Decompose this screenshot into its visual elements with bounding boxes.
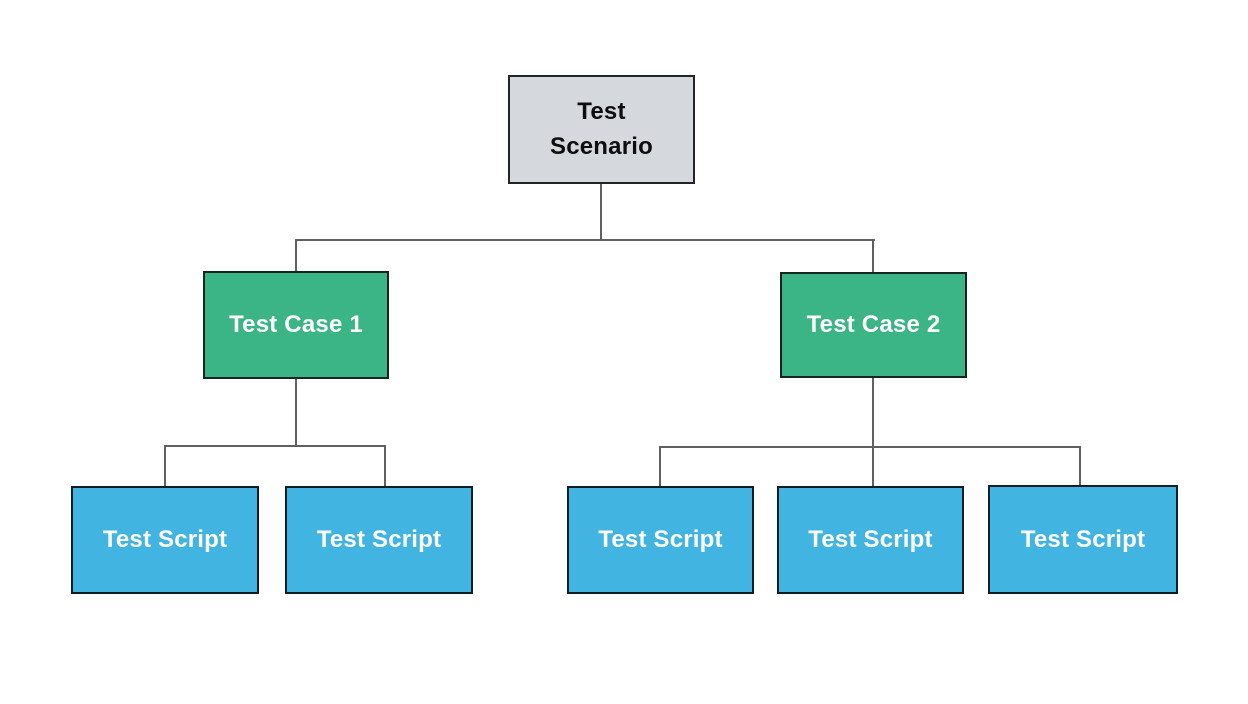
node-test-script-5-label: Test Script bbox=[1020, 525, 1146, 553]
node-test-script-2-label: Test Script bbox=[316, 526, 442, 553]
connector-level1-horizontal bbox=[295, 239, 875, 241]
connector-drop-script-3 bbox=[659, 446, 661, 486]
node-test-case-1-label: Test Case 1 bbox=[229, 311, 363, 338]
node-test-script-5: Test Script bbox=[988, 485, 1178, 594]
node-test-script-2: Test Script bbox=[285, 486, 473, 594]
connector-level2-right-horizontal bbox=[659, 446, 1081, 448]
connector-drop-script-2 bbox=[384, 445, 386, 486]
node-test-scenario-label: Test Scenario bbox=[550, 98, 653, 160]
connector-drop-test-case-2 bbox=[872, 239, 874, 273]
connector-drop-script-5 bbox=[1079, 446, 1081, 486]
node-test-scenario: Test Scenario bbox=[508, 75, 695, 184]
node-test-script-3: Test Script bbox=[567, 486, 754, 594]
node-test-script-1: Test Script bbox=[71, 486, 259, 594]
node-test-script-3-label: Test Script bbox=[598, 526, 723, 553]
connector-drop-test-case-1 bbox=[295, 239, 297, 272]
node-test-case-1: Test Case 1 bbox=[203, 271, 389, 379]
connector-case1-stem bbox=[295, 379, 297, 447]
connector-level2-left-horizontal bbox=[164, 445, 386, 447]
connector-case2-stem bbox=[872, 378, 874, 486]
node-test-script-4-label: Test Script bbox=[808, 526, 933, 553]
connector-root-stem bbox=[600, 184, 602, 241]
node-test-script-1-label: Test Script bbox=[102, 526, 228, 553]
node-test-script-4: Test Script bbox=[777, 486, 964, 594]
node-test-case-2: Test Case 2 bbox=[780, 272, 967, 378]
connector-drop-script-1 bbox=[164, 445, 166, 486]
node-test-case-2-label: Test Case 2 bbox=[806, 311, 941, 338]
